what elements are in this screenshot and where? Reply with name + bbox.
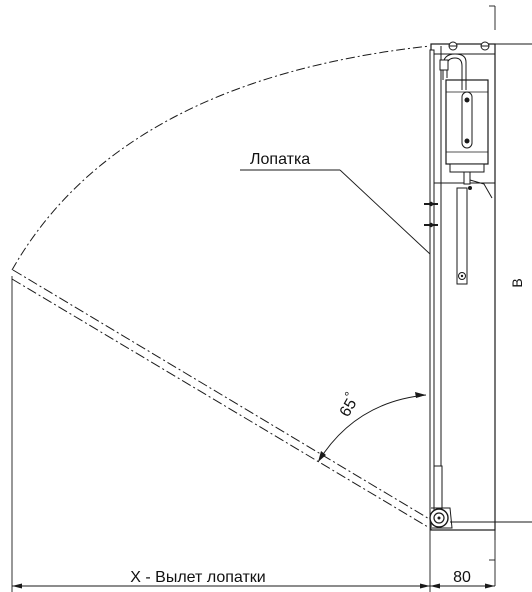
angle-value: 65 [337, 396, 361, 420]
hinge-flange [431, 507, 453, 529]
dimension-80-label: 80 [453, 569, 471, 586]
bottom-sill [450, 521, 496, 531]
angle-arrow-end [415, 392, 426, 398]
dimension-ticks [12, 583, 495, 589]
actuator-slot [461, 91, 473, 149]
blade-label: Лопатка [250, 151, 310, 168]
top-bolts [448, 41, 490, 51]
dimension-b-label: B [509, 278, 525, 287]
drive-shaft [463, 171, 471, 185]
angle-label: 65° [332, 389, 363, 420]
dimension-x-label: X - Вылет лопатки [130, 569, 265, 586]
blade-closed [429, 49, 435, 521]
dimension-b [489, 5, 532, 586]
shaft-bracket [469, 179, 493, 199]
linkage-arm [456, 187, 468, 285]
blade-leader [240, 169, 431, 255]
angle-arrow-start [318, 451, 326, 462]
blade-fasteners [424, 201, 438, 228]
blade-swing-arc [11, 45, 431, 271]
angle-arc [317, 394, 427, 463]
open-blade-outline [11, 269, 432, 528]
bottom-dimension-lines [11, 276, 495, 592]
